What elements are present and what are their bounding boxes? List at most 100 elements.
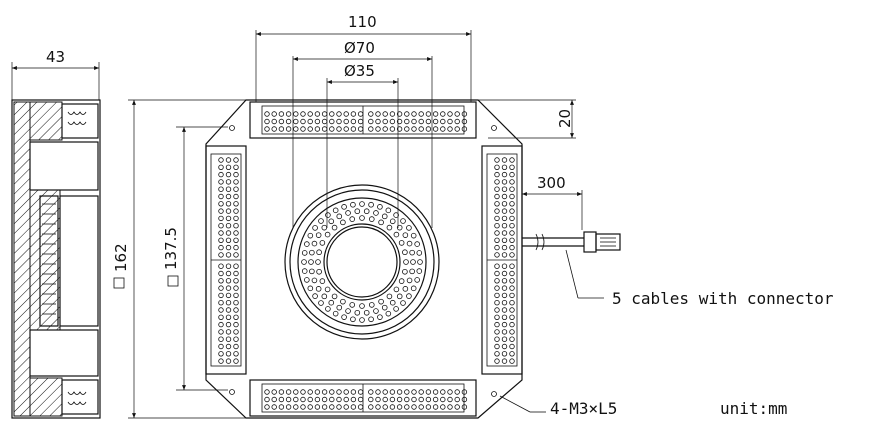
led-dot — [509, 222, 515, 229]
led-dot — [396, 404, 403, 410]
led-dot — [285, 126, 292, 132]
led-dot — [406, 225, 412, 231]
led-dot — [440, 126, 446, 132]
led-dot — [225, 215, 232, 222]
led-dot — [501, 329, 508, 335]
led-dot — [378, 298, 384, 305]
led-dot — [368, 396, 374, 403]
led-dot — [225, 208, 232, 214]
led-dot — [400, 300, 406, 306]
led-dot — [293, 404, 299, 410]
led-dot — [233, 201, 239, 207]
led-dot — [300, 111, 306, 117]
led-dot — [225, 157, 232, 163]
led-dot — [300, 118, 306, 125]
outer-square-dim: 162 — [112, 99, 246, 419]
led-dot — [300, 126, 306, 132]
led-dot — [307, 118, 313, 125]
led-dot — [509, 292, 515, 299]
led-dot — [404, 111, 410, 117]
led-dot — [233, 278, 239, 284]
led-dot — [432, 126, 439, 132]
led-dot — [271, 404, 277, 410]
led-dot — [494, 263, 500, 269]
led-dot — [264, 126, 270, 132]
led-dot — [411, 118, 417, 125]
led-dot — [357, 404, 364, 410]
led-dot — [368, 126, 374, 132]
front-view — [205, 99, 523, 419]
led-dot — [225, 285, 232, 291]
led-dot — [368, 111, 374, 117]
led-dot — [233, 263, 239, 269]
led-dot — [319, 278, 326, 284]
led-dot — [300, 404, 306, 410]
led-dot — [350, 126, 357, 132]
led-dot — [396, 111, 403, 117]
ring-light — [284, 184, 440, 340]
led-dot — [359, 317, 365, 323]
side-depth-label: 43 — [46, 48, 65, 66]
led-dot — [357, 396, 364, 403]
led-dot — [393, 286, 400, 293]
led-dot — [328, 218, 335, 225]
led-dot — [218, 321, 224, 328]
led-dot — [509, 343, 515, 350]
outer-square-label: 162 — [112, 243, 130, 272]
led-dot — [425, 111, 432, 117]
led-dot — [406, 277, 413, 284]
led-dot — [225, 263, 232, 269]
led-dot — [416, 250, 423, 256]
led-dot — [509, 171, 515, 178]
led-dot — [218, 179, 224, 185]
led-dot — [368, 118, 374, 125]
led-dot — [393, 306, 399, 312]
led-dot — [501, 358, 508, 364]
led-dot — [336, 396, 342, 403]
led-dot — [359, 201, 365, 207]
led-dot — [225, 300, 232, 306]
led-dot — [425, 404, 432, 410]
led-dot — [494, 157, 500, 163]
led-dot — [432, 389, 439, 395]
led-dot — [393, 212, 399, 218]
led-dot — [509, 201, 515, 207]
led-dot — [218, 292, 224, 299]
led-dot — [509, 358, 515, 364]
led-dot — [233, 292, 239, 299]
led-dot — [285, 389, 292, 395]
led-dot — [501, 292, 508, 299]
led-dot — [285, 118, 292, 125]
led-dot — [396, 389, 403, 395]
led-dot — [389, 404, 396, 410]
led-dot — [343, 396, 349, 403]
led-dot — [509, 215, 515, 222]
led-dot — [501, 321, 508, 328]
led-dot — [447, 389, 453, 395]
led-dot — [389, 396, 396, 403]
led-dot — [264, 404, 270, 410]
led-dot — [425, 126, 432, 132]
led-dot — [293, 118, 299, 125]
led-dot — [233, 193, 239, 200]
led-dot — [318, 218, 324, 224]
led-dot — [389, 218, 396, 225]
led-dot — [307, 404, 313, 410]
led-dot — [501, 157, 508, 163]
led-dot — [233, 336, 239, 342]
led-dot — [350, 201, 356, 208]
led-dot — [377, 314, 383, 320]
led-dot — [336, 213, 343, 220]
led-dot — [357, 111, 364, 117]
led-dot — [278, 126, 285, 132]
led-dot — [494, 285, 500, 291]
led-dot — [404, 396, 410, 403]
led-dot — [343, 389, 349, 395]
led-dot — [359, 215, 365, 221]
led-dot — [418, 396, 424, 403]
led-dot — [402, 268, 408, 275]
led-dot — [494, 343, 500, 350]
led-dot — [319, 240, 326, 246]
led-dot — [225, 230, 232, 236]
led-dot — [300, 396, 306, 403]
